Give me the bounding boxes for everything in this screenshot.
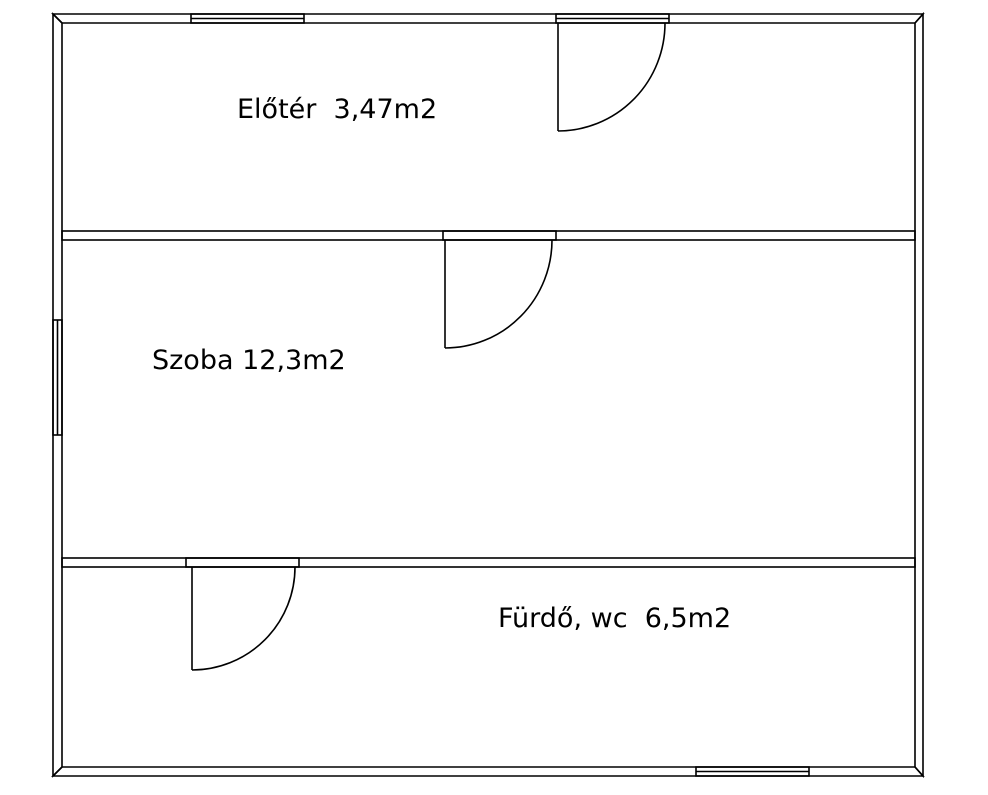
- right-wall: [914, 11, 924, 779]
- partition-wall-lower: [61, 557, 916, 568]
- partition-wall-upper: [61, 230, 916, 241]
- door-szoba: [444, 239, 553, 349]
- door-opening-furdo: [185, 557, 300, 568]
- doors: [191, 22, 666, 671]
- door-swing-arc: [557, 22, 666, 132]
- top-wall: [51, 13, 925, 24]
- wall-openings: [52, 13, 810, 777]
- partition-walls: [61, 230, 916, 568]
- door-furdo: [191, 566, 296, 671]
- room-label-furdo: Fürdő, wc 6,5m2: [498, 603, 731, 634]
- door-opening-szoba: [442, 230, 557, 241]
- room-labels: Előtér 3,47m2 Szoba 12,3m2 Fürdő, wc 6,5…: [152, 94, 731, 634]
- door-swing-arc: [444, 239, 553, 349]
- door-eloter: [557, 22, 666, 132]
- room-label-szoba: Szoba 12,3m2: [152, 345, 346, 376]
- door-swing-arc: [191, 566, 296, 671]
- room-label-eloter: Előtér 3,47m2: [237, 94, 437, 125]
- outer-walls: [51, 11, 925, 779]
- left-wall: [52, 12, 63, 778]
